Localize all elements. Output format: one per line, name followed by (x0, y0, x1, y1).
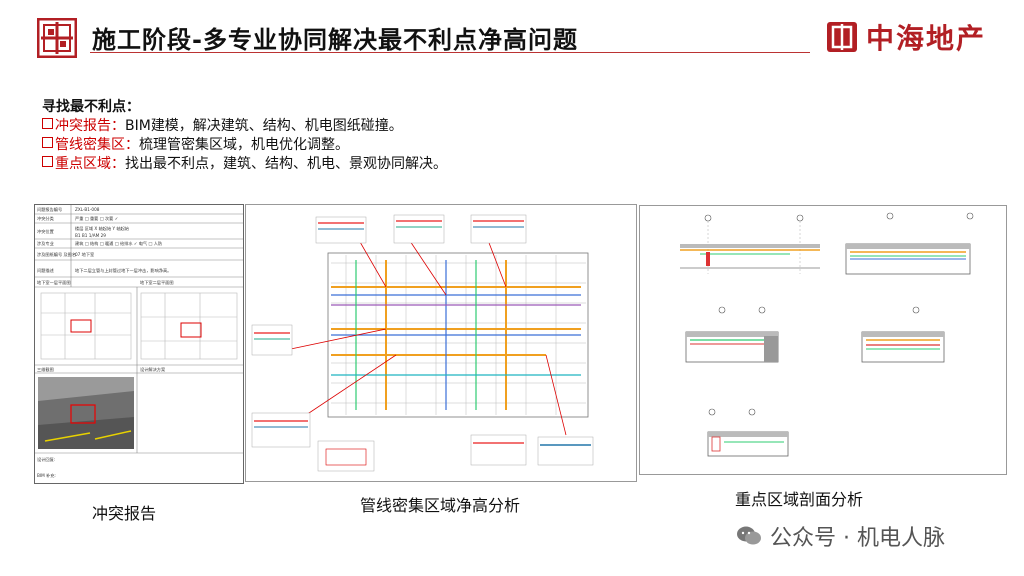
3d-view-image (38, 377, 134, 449)
intro-item: 重点区域：找出最不利点，建筑、结构、机电、景观协同解决。 (42, 155, 447, 174)
section-drawings (680, 212, 974, 457)
checkbox-bullet-icon (42, 156, 53, 167)
report-row-value: 建筑 □ 结构 □ 暖通 □ 给排水 ✓ 电气 □ 人防 (75, 240, 162, 247)
brand-logo: 中海地产 (826, 17, 986, 57)
watermark-text: 公众号 · 机电人脉 (770, 526, 945, 551)
report-section-label: 三维截图 (37, 366, 54, 373)
checkbox-bullet-icon (42, 118, 53, 129)
floor-plan-thumbnail (40, 292, 132, 360)
report-sign-label: 设计回复: (37, 456, 55, 463)
intro-item-text: 找出最不利点，建筑、结构、机电、景观协同解决。 (125, 156, 447, 172)
section-drawing (845, 212, 974, 275)
caption-conflict-report: 冲突报告 (92, 504, 157, 523)
report-section-label: 地下室二层平面图 (140, 279, 174, 286)
report-row-label: 问题描述 (37, 267, 55, 274)
report-section-label: 地下室一层平面图 (37, 279, 71, 286)
brand-name: 中海地产 (866, 22, 987, 55)
section-drawing (685, 306, 779, 363)
report-row-label: 涉及专业 (37, 240, 54, 247)
intro-block: 寻找最不利点： 冲突报告：BIM建模，解决建筑、结构、机电图纸碰撞。 管线密集区… (42, 98, 447, 174)
report-section-label: 设计解决方案 (140, 366, 166, 373)
report-row-value: 楼层 区域 X 轴起始 Y 轴起始 (75, 225, 130, 232)
report-row-value: B1 B1 1/AM 29 (75, 233, 106, 238)
report-sign-label: BIM 补充: (37, 472, 56, 479)
report-row-label: 涉及图纸编号 及图名 (37, 251, 76, 258)
report-row-label: 冲突分类 (37, 215, 55, 222)
intro-item-key: 管线密集区 (55, 137, 125, 153)
section-drawing (861, 306, 945, 363)
intro-item-key: 冲突报告 (55, 118, 111, 134)
conflict-report-form: 问题报告编号 ZXL-B1-008 冲突分类 严重 □ 重要 □ 次要 ✓ 冲突… (35, 205, 243, 479)
section-detail-thumbnail (251, 214, 594, 472)
report-row-label: 冲突位置 (37, 228, 54, 235)
report-row-value: 07 地下室 (75, 251, 94, 258)
intro-heading: 寻找最不利点： (42, 99, 140, 115)
section-drawing (707, 408, 789, 457)
section-drawing (680, 214, 820, 274)
report-row-value: 严重 □ 重要 □ 次要 ✓ (75, 215, 118, 222)
pipeline-plan-drawing (251, 214, 594, 472)
report-row-value: ZXL-B1-008 (75, 207, 100, 212)
conflict-report-panel: 问题报告编号 ZXL-B1-008 冲突分类 严重 □ 重要 □ 次要 ✓ 冲突… (34, 204, 244, 484)
intro-item-text: 梳理管密集区域，机电优化调整。 (139, 137, 349, 153)
title-divider (90, 52, 810, 53)
brand-mark-icon (827, 22, 857, 52)
pipeline-density-panel (245, 204, 637, 482)
caption-pipeline-analysis: 管线密集区域净高分析 (360, 496, 521, 515)
intro-item-key: 重点区域 (55, 156, 111, 172)
report-row-label: 问题报告编号 (37, 206, 62, 213)
section-analysis-panel (639, 205, 1007, 475)
page-title: 施工阶段-多专业协同解决最不利点净高问题 (92, 26, 578, 54)
watermark: 公众号 · 机电人脉 (736, 520, 945, 552)
caption-section-analysis: 重点区域剖面分析 (735, 490, 864, 509)
wechat-icon (737, 526, 761, 545)
checkbox-bullet-icon (42, 137, 53, 148)
company-emblem-icon (37, 18, 77, 58)
floor-plan-thumbnail (140, 292, 238, 360)
intro-item: 冲突报告：BIM建模，解决建筑、结构、机电图纸碰撞。 (42, 117, 447, 136)
intro-item: 管线密集区：梳理管密集区域，机电优化调整。 (42, 136, 447, 155)
report-row-value: 地下二层立管与上封管过地下一层冲击，影响净高。 (75, 267, 171, 274)
intro-item-text: BIM建模，解决建筑、结构、机电图纸碰撞。 (125, 118, 403, 134)
